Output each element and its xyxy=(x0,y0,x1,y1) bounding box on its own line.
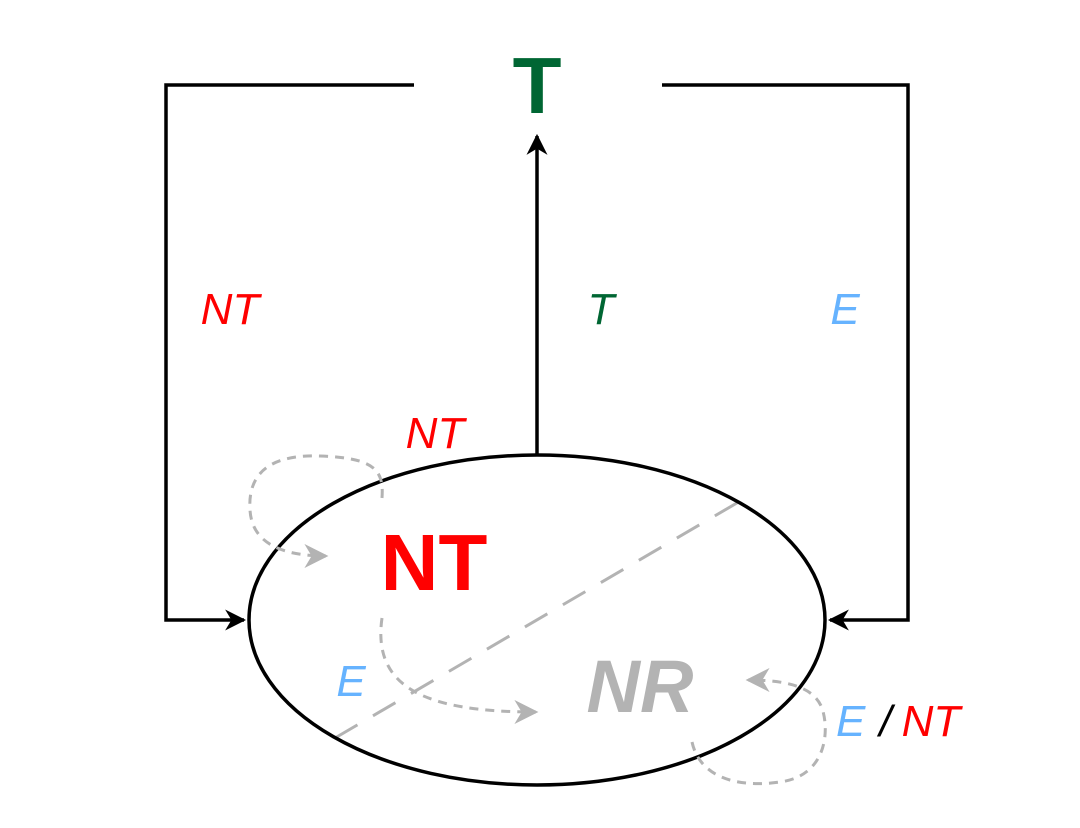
edge-label-right-e: E xyxy=(830,285,860,334)
nt-to-nr-edge xyxy=(379,617,539,724)
right-outer-edge xyxy=(662,83,910,631)
edge-label-nr-self-loop-e: E xyxy=(836,697,866,746)
node-label-t: T xyxy=(513,41,562,130)
edge-label-nr-self-loop: E/NT xyxy=(836,697,963,746)
node-label-nr: NR xyxy=(587,645,694,728)
node-label-nt: NT xyxy=(381,518,488,607)
edge-label-center-t: T xyxy=(588,285,618,334)
region-divider xyxy=(334,498,743,740)
nr-self-loop-edge xyxy=(690,668,827,786)
edge-label-nt-to-nr-e: E xyxy=(336,657,366,706)
edge-label-left-nt: NT xyxy=(201,285,263,334)
edge-label-nr-self-loop-separator: / xyxy=(876,697,895,746)
nt-self-loop-edge xyxy=(248,454,384,568)
left-outer-edge xyxy=(164,83,414,631)
edge-label-nt-self-loop: NT xyxy=(406,409,468,458)
edge-label-nr-self-loop-nt: NT xyxy=(902,697,964,746)
